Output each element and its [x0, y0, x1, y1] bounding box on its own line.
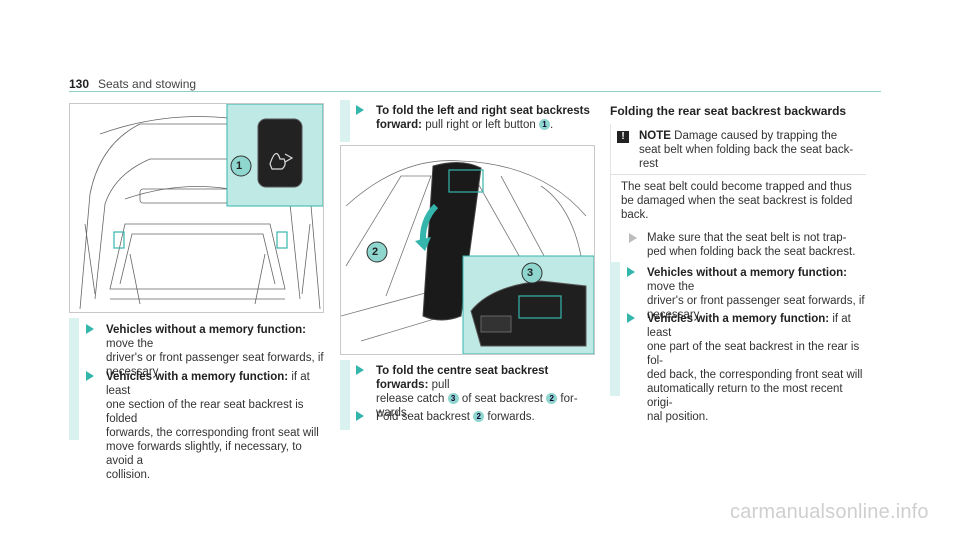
col2-step-centre: To fold the centre seat backrest forward… [356, 364, 596, 420]
step-arrow-icon [627, 267, 635, 277]
step-arrow-icon [356, 365, 364, 375]
fold-button [257, 118, 303, 188]
step-arrow-icon [356, 411, 364, 421]
note-tip: Make sure that the seat belt is not trap… [647, 232, 856, 258]
step-arrow-icon [86, 371, 94, 381]
col1-margin-bar [69, 318, 79, 440]
col3-margin-bar [610, 262, 620, 396]
tip-arrow-icon [629, 233, 637, 243]
callout-badge: 2 [546, 393, 558, 404]
col3-step-memory: Vehicles with a memory function: if at l… [627, 312, 867, 424]
catch-marker [448, 169, 484, 193]
figure-trunk: 1 [69, 103, 324, 313]
col1-step-memory: Vehicles with a memory function: if at l… [86, 370, 326, 482]
trunk-illustration [79, 104, 323, 310]
callout-2: 2 [372, 246, 379, 258]
col2-margin-bar-bottom [340, 360, 350, 430]
note-header: NOTE Damage caused by trapping the seat … [639, 130, 854, 170]
page-number: 130 [69, 77, 90, 91]
note-body: The seat belt could become trapped and t… [621, 181, 853, 221]
step-arrow-icon [356, 105, 364, 115]
left-button-marker [113, 231, 125, 249]
note-label: NOTE [639, 130, 671, 142]
callout-badge: 3 [447, 393, 459, 404]
callout-1: 1 [236, 160, 243, 172]
col2-step-fold-side: To fold the left and right seat backrest… [356, 104, 596, 132]
warning-icon: ! [617, 131, 629, 143]
step-bold-label: To fold the centre seat backrest forward… [376, 365, 549, 391]
step-bold-label: To fold the left and right seat backrest… [376, 105, 590, 117]
step-bold-label: Vehicles without a memory function: [647, 267, 848, 279]
col2-margin-bar-top [340, 100, 350, 142]
step-arrow-icon [627, 313, 635, 323]
step-arrow-icon [86, 324, 94, 334]
step-bold-label: Vehicles with a memory function: [647, 313, 830, 325]
callout-3: 3 [527, 267, 534, 279]
note-box: ! NOTE Damage caused by trapping the sea… [610, 124, 866, 262]
callout-badge: 2 [473, 411, 485, 422]
rear-seat-illustration [341, 160, 594, 354]
section-title: Seats and stowing [98, 77, 197, 91]
right-button-marker [276, 231, 288, 249]
note-divider [611, 174, 866, 175]
section-heading: Folding the rear seat backrest backwards [610, 104, 847, 118]
figure-rear-seat: 2 3 [340, 145, 595, 355]
col2-step-fold: Fold seat backrest 2 forwards. [356, 410, 596, 424]
step-bold-label: Vehicles without a memory function: [106, 324, 307, 336]
header-rule [69, 91, 881, 92]
col1-step-no-memory: Vehicles without a memory function: move… [86, 323, 326, 379]
watermark: carmanualsonline.info [730, 501, 929, 523]
col3-step-no-memory: Vehicles without a memory function: move… [627, 266, 867, 322]
callout-badge: 1 [539, 119, 550, 130]
step-bold-label: Vehicles with a memory function: [106, 371, 289, 383]
